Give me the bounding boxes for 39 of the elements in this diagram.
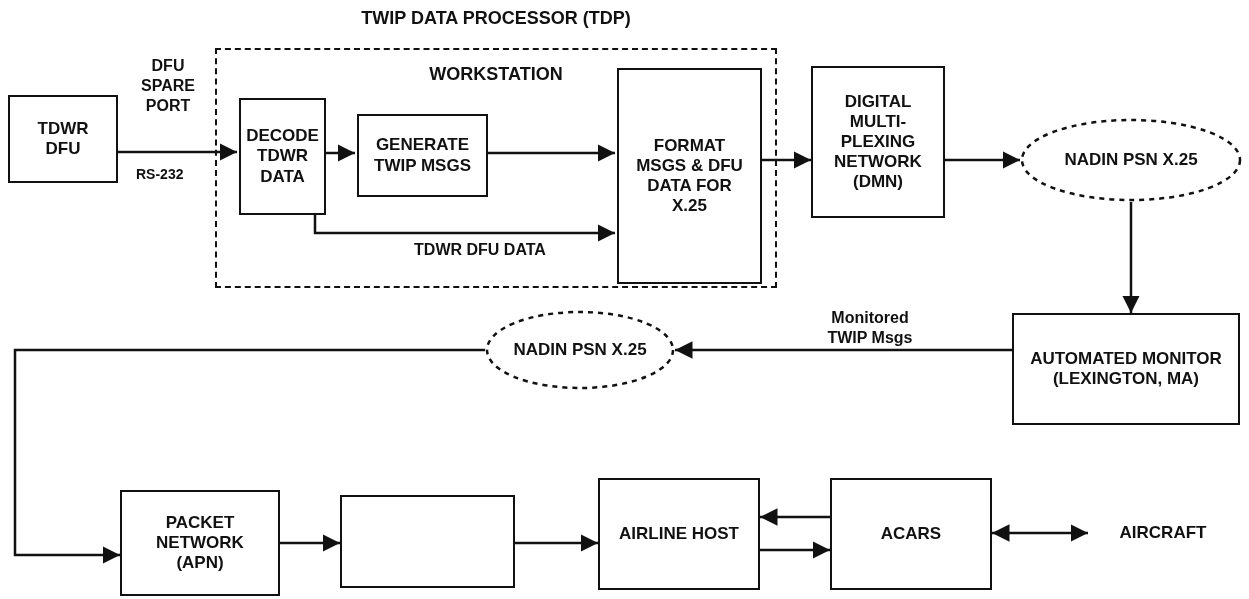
node-label: TDWR DFU <box>36 118 90 160</box>
arrow <box>760 508 830 526</box>
process-box <box>239 98 326 215</box>
arrow <box>280 534 340 552</box>
arrow <box>13 348 485 564</box>
node-label: NADIN PSN X.25 <box>513 339 647 360</box>
arrow <box>945 151 1020 169</box>
signal-label: RS-232 <box>136 166 184 182</box>
process-box <box>8 95 118 183</box>
node-label: NADIN PSN X.25 <box>1064 149 1198 170</box>
group-subtitle: WORKSTATION <box>428 64 564 85</box>
process-box <box>340 495 515 588</box>
node-label: FORMAT MSGS & DFU DATA FOR X.25 <box>635 135 744 217</box>
arrow <box>118 143 237 161</box>
arrow <box>324 144 355 162</box>
node-label: AIRCRAFT <box>1119 522 1207 543</box>
process-box <box>811 66 945 218</box>
arrow <box>760 541 830 559</box>
arrow <box>515 534 598 552</box>
process-box <box>120 490 280 596</box>
arrow <box>313 213 615 242</box>
node-label: AIRLINE HOST <box>619 523 739 544</box>
arrow <box>760 151 811 169</box>
node-label: GENERATE TWIP MSGS <box>373 135 472 176</box>
process-box <box>357 114 488 197</box>
node-label: AUTOMATED MONITOR (LEXINGTON, MA) <box>1029 348 1223 390</box>
node-label: ACARS <box>880 523 942 544</box>
process-box <box>830 478 992 590</box>
arrow <box>486 144 615 162</box>
node-label: DECODE TDWR DATA <box>246 126 319 187</box>
group-title: TWIP DATA PROCESSOR (TDP) <box>360 8 632 29</box>
arrow <box>992 524 1088 542</box>
arrow <box>1122 202 1140 313</box>
arrow <box>675 341 1012 359</box>
process-box <box>1012 313 1240 425</box>
node-label: DIGITAL MULTI-PLEXING NETWORK (DMN) <box>833 91 923 193</box>
process-box <box>617 68 762 284</box>
process-box <box>598 478 760 590</box>
node-label: PACKET NETWORK (APN) <box>155 512 245 574</box>
